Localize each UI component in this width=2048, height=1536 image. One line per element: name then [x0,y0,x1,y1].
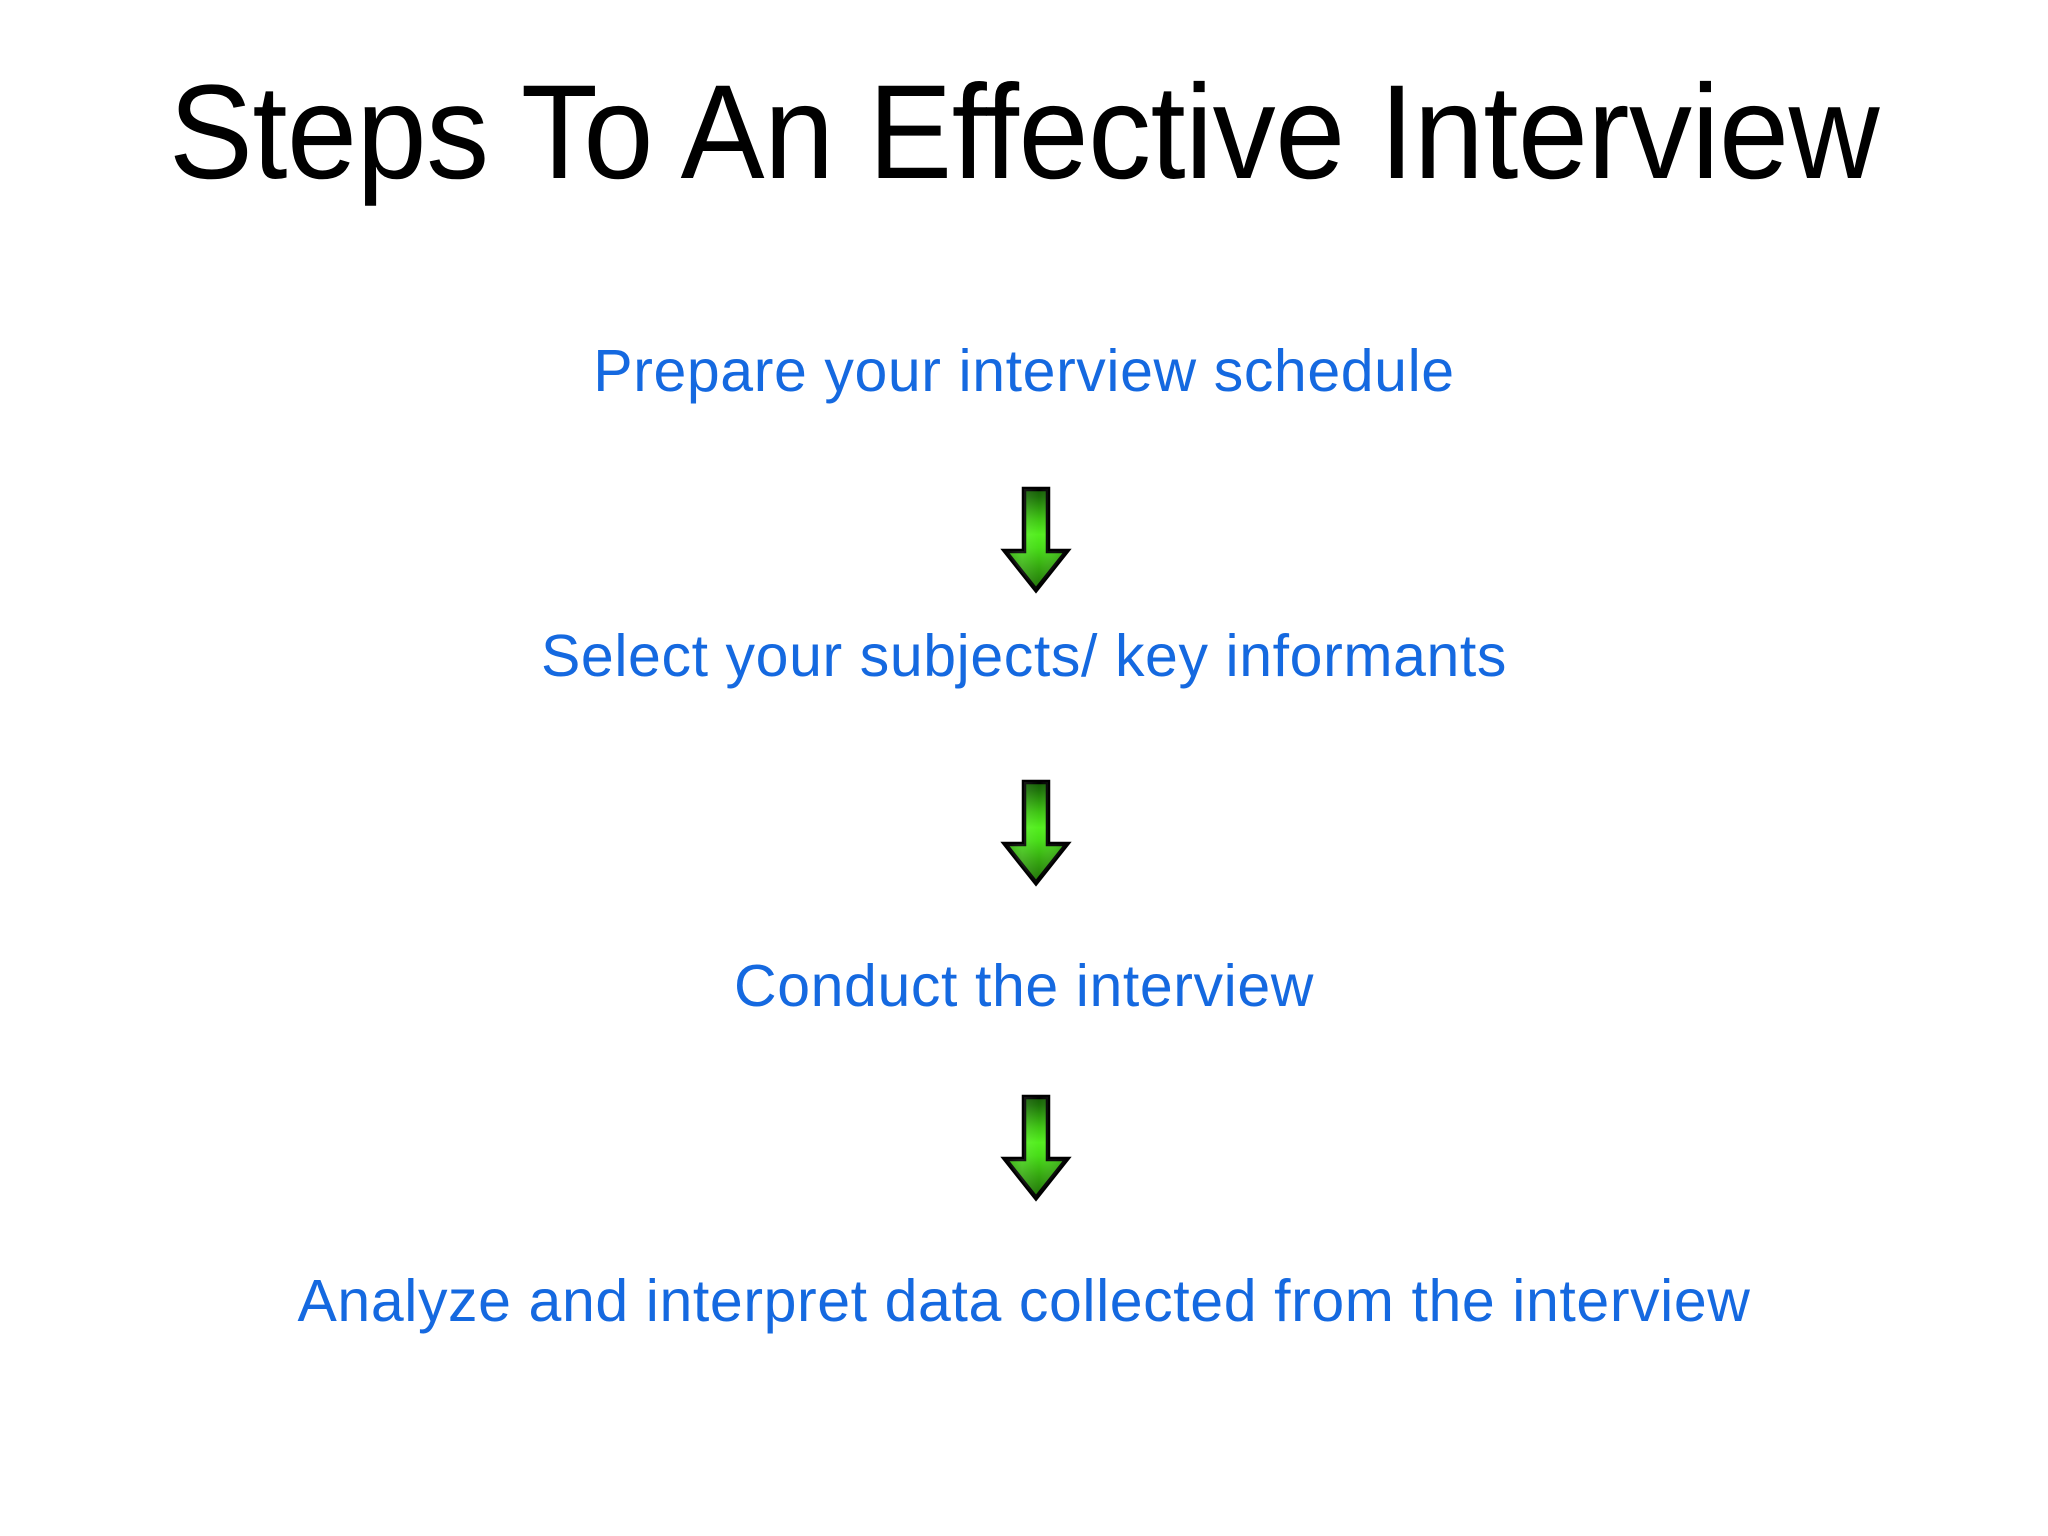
down-arrow-icon-3 [999,1093,1073,1203]
flow-step-1: Prepare your interview schedule [593,338,1455,404]
flow-step-3: Conduct the interview [734,953,1314,1019]
page-title: Steps To An Effective Interview [168,58,1880,207]
down-arrow-icon-2 [999,778,1073,888]
flow-step-2: Select your subjects/ key informants [540,623,1507,689]
flow-step-4: Analyze and interpret data collected fro… [297,1268,1751,1334]
down-arrow-icon-1 [999,485,1073,595]
